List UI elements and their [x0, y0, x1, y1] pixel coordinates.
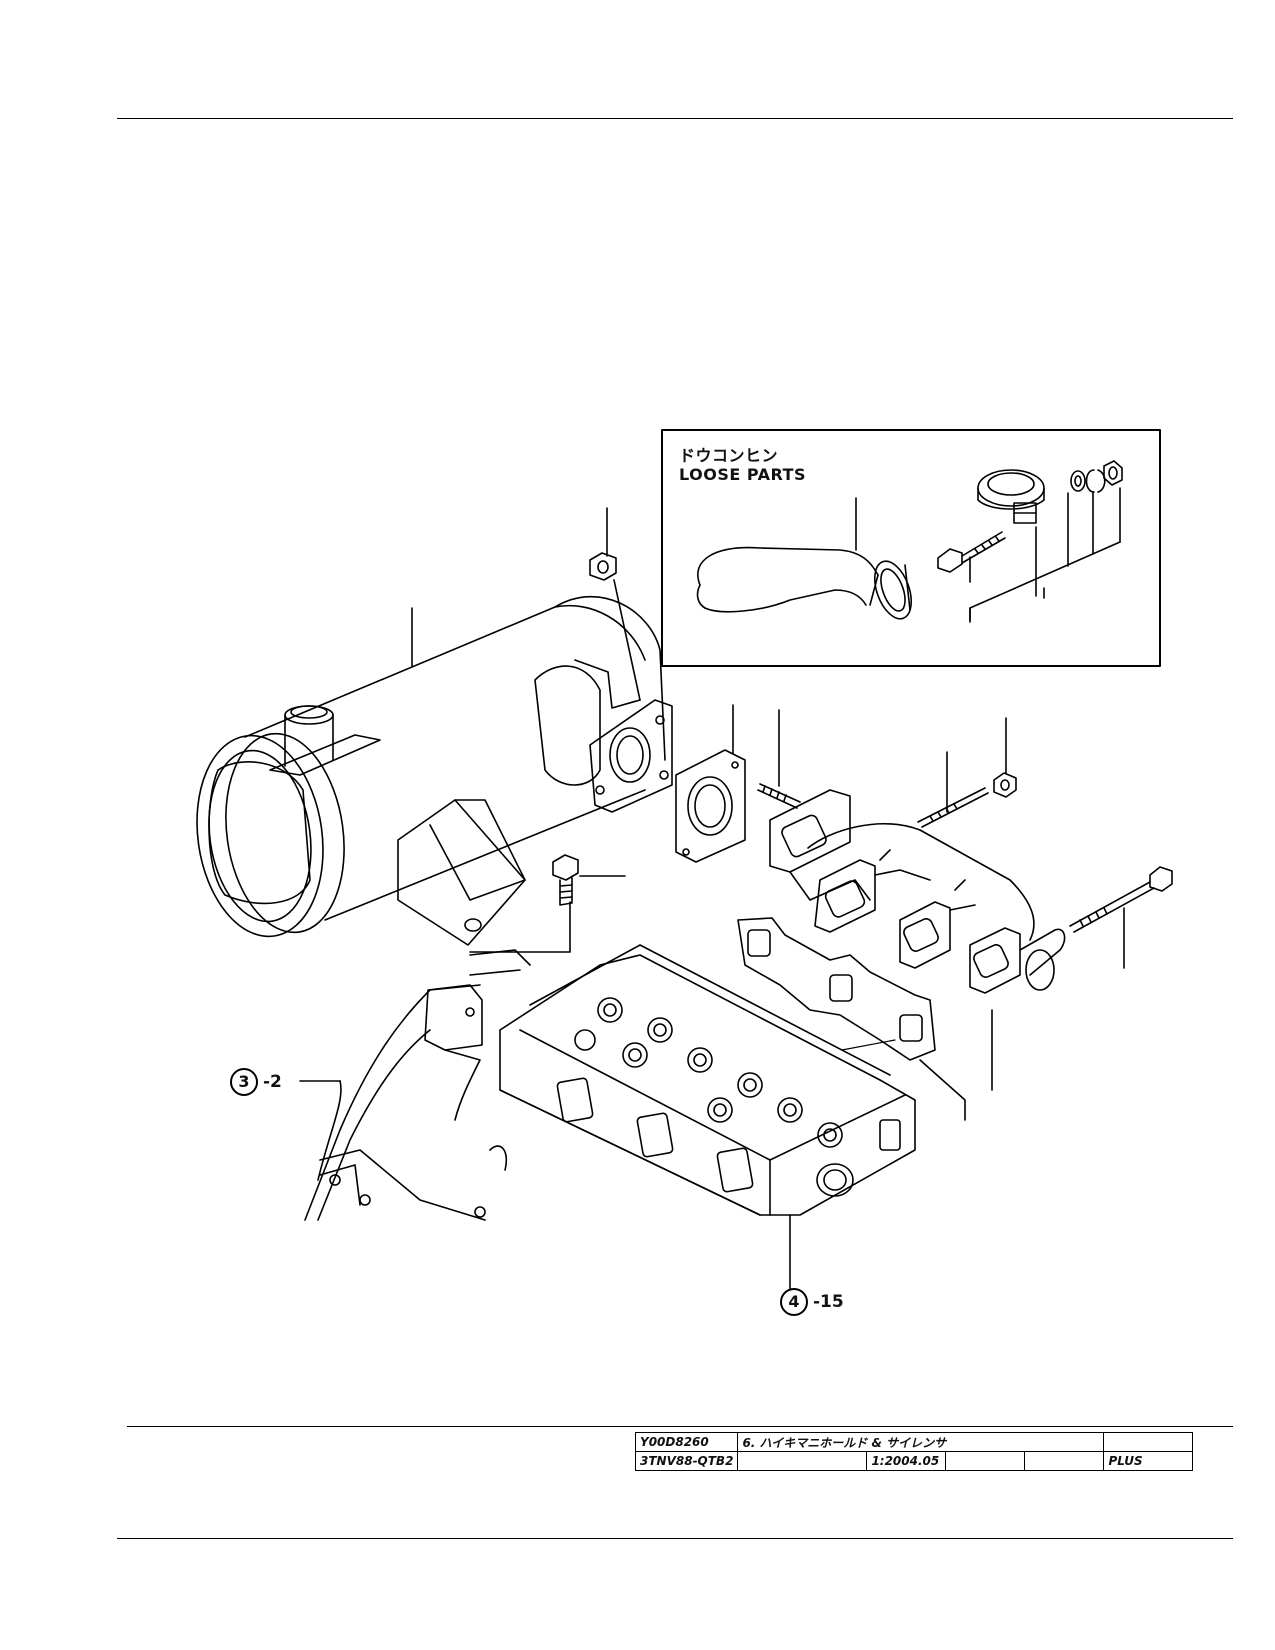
loose-parts-frame: [661, 429, 1161, 667]
model-cell: 3TNV88-QTB2: [634, 1451, 739, 1471]
top-rule: [117, 118, 1233, 119]
silencer-part: [196, 596, 673, 946]
reference-circle: 4: [780, 1288, 808, 1316]
blank-cell: [1024, 1451, 1105, 1471]
reference-circle: 3: [230, 1068, 258, 1096]
leader-gasket: [919, 1059, 966, 1121]
silencer-gasket-part: [675, 749, 746, 863]
spring-washer-part: [1085, 469, 1106, 493]
housing-part: [304, 949, 531, 1221]
manifold-gasket-part: [737, 917, 936, 1061]
footer-rule: [127, 1426, 1233, 1427]
blank-cell: [945, 1451, 1026, 1471]
bracket-loose: [969, 541, 1121, 621]
leaders-loose: [969, 487, 1121, 597]
reference-callout-3: 3-2: [230, 1068, 282, 1096]
bottom-rule: [117, 1538, 1233, 1539]
reference-suffix: -2: [263, 1072, 282, 1092]
manifold-bolt-part: [1069, 866, 1173, 933]
blank-cell: [737, 1451, 868, 1471]
top-nut-part: [589, 552, 617, 581]
title-block: Y00D8260 6. ハイキマニホールド & サイレンサ 3TNV88-QTB…: [634, 1432, 1194, 1471]
clamp-bolt-part: [937, 531, 1006, 573]
description-cell: 6. ハイキマニホールド & サイレンサ: [737, 1432, 1105, 1452]
silencer-bolt-part: [552, 854, 579, 906]
reference-callout-4: 4-15: [780, 1288, 844, 1316]
plus-cell: PLUS: [1103, 1451, 1194, 1471]
reference-suffix: -15: [813, 1292, 844, 1312]
long-stud-part: [917, 787, 989, 828]
part-code-cell: Y00D8260: [634, 1432, 739, 1452]
revision-cell: 1:2004.05: [866, 1451, 947, 1471]
stud-part: [757, 783, 801, 809]
washer-part: [1070, 470, 1086, 492]
manifold-nut-part: [993, 772, 1017, 798]
loose-parts-title-en: LOOSE PARTS: [679, 465, 807, 484]
clamp-part: [977, 469, 1045, 524]
loose-parts-title: ドウコンヒン LOOSE PARTS: [679, 446, 806, 484]
clamp-nut-part: [1103, 460, 1123, 486]
cylinder-head-part: [499, 944, 916, 1216]
blank-cell: [1103, 1432, 1194, 1452]
tail-pipe-part: [696, 546, 913, 620]
loose-parts-title-jp: ドウコンヒン: [679, 446, 779, 465]
exhaust-manifold-part: [769, 789, 1066, 994]
